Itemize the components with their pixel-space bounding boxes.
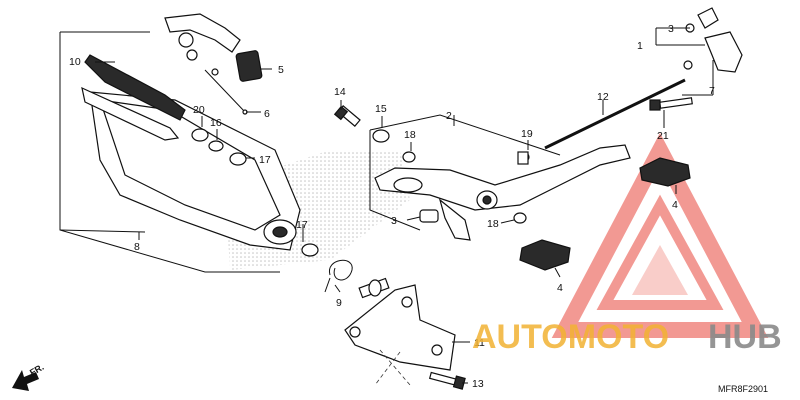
clevis-joint: [649, 7, 743, 111]
part-label-5: 5: [278, 64, 284, 76]
footpeg-rubber: [81, 54, 186, 141]
washer-15: [372, 129, 390, 143]
group-bracket-left: [59, 31, 280, 273]
part-label-10: 10: [69, 56, 81, 68]
part-label-6: 6: [264, 108, 270, 120]
mounting-bracket: [344, 284, 456, 386]
part-label-2: 2: [446, 110, 452, 122]
watermark-text: AUTOMOTO HUB: [472, 318, 782, 356]
part-label-1: 1: [637, 40, 643, 52]
part-label-21: 21: [657, 130, 669, 142]
pedal-rubber-lower: [519, 239, 571, 271]
front-direction-arrow-icon: FR.: [12, 362, 46, 391]
part-label-16: 16: [210, 117, 222, 129]
part-label-3a: 3: [668, 23, 674, 35]
side-cover-assembly: [89, 91, 301, 251]
leader-lines: [95, 27, 714, 384]
watermark-text-part2: HUB: [708, 318, 782, 356]
group-bracket-right: [369, 114, 561, 231]
part-label-4b: 4: [557, 282, 563, 294]
washer-18a: [402, 151, 416, 163]
stop-switch-harness: [164, 13, 263, 115]
seal-17b: [301, 243, 319, 257]
washer-16: [208, 140, 224, 152]
part-label-3b: 3: [391, 215, 397, 227]
nut-19: [517, 151, 529, 165]
part-label-17b: 17: [296, 219, 308, 231]
part-label-7: 7: [709, 85, 715, 97]
washer-20: [191, 128, 209, 142]
return-spring: [324, 260, 353, 293]
part-label-13: 13: [472, 378, 484, 390]
part-label-8: 8: [134, 241, 140, 253]
brake-pedal-arm: [374, 144, 631, 241]
part-label-12: 12: [597, 91, 609, 103]
drawing-code: MFR8F2901: [718, 384, 768, 394]
washer-18b: [513, 212, 527, 224]
part-labels: 1 2 3 3 4 4 5 6 7 8 9 10 11 12 13 14 15 …: [69, 23, 715, 390]
direction-marker-text: FR.: [28, 362, 46, 378]
watermark-text-part1: AUTOMOTO: [472, 318, 669, 356]
part-label-11: 11: [474, 337, 485, 349]
flange-bolt-13: [428, 371, 466, 390]
pivot-bolt: [358, 277, 390, 299]
part-label-15: 15: [375, 103, 387, 115]
part-label-19: 19: [521, 128, 533, 140]
bolt-14: [333, 105, 361, 127]
pedal-rubber-upper: [639, 157, 691, 187]
collar-3: [419, 209, 439, 223]
part-label-14: 14: [334, 86, 346, 98]
part-label-20: 20: [193, 104, 205, 116]
part-label-18b: 18: [487, 218, 499, 230]
part-label-17a: 17: [259, 154, 271, 166]
part-label-9: 9: [336, 297, 342, 309]
watermark-logo-icon: [551, 132, 769, 338]
part-label-4a: 4: [672, 199, 678, 211]
part-label-18a: 18: [404, 129, 416, 141]
seal-17a: [229, 152, 247, 166]
